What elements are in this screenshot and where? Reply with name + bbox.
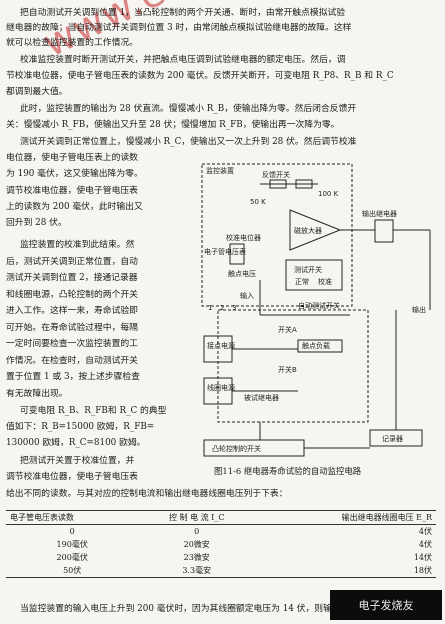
table-row: 200毫伏 23微安 14伏 — [6, 551, 436, 564]
data-table: 电子管电压表读数 控 制 电 流 I_C 输出继电器线圈电压 E_R 0 0 4… — [6, 510, 436, 578]
label-normal: 正常 — [295, 277, 309, 286]
table-header-row: 电子管电压表读数 控 制 电 流 I_C 输出继电器线圈电压 E_R — [6, 510, 436, 525]
paragraph-line: 调节校准电位器，使电子管电压表 — [6, 186, 138, 196]
paragraph-line: 就可以检查监控装置的工作情况。 — [6, 38, 138, 48]
paragraph-line: 把自动测试开关调到位置 1，当凸轮控制的两个开关通、断时，由常开触点模拟试验 — [20, 8, 346, 18]
table-cell: 190毫伏 — [56, 540, 88, 549]
label-recorder: 记录器 — [382, 435, 403, 443]
label-pos-2: 2 — [220, 304, 224, 312]
paragraph-line: 值如下：R_B=15000 欧姆，R_FB= — [6, 422, 155, 432]
label-feedback: 反馈开关 — [262, 170, 290, 179]
label-sw-b: 开关B — [278, 365, 297, 374]
label-magamp: 磁放大器 — [294, 226, 322, 235]
label-pos-1: 1 — [208, 304, 212, 312]
label-output: 输出 — [412, 305, 426, 314]
table-cell: 0 — [194, 527, 200, 536]
circuit-diagram: 监控装置 反馈开关 50 K 100 K 磁放大器 输出继电器 电子管电压表 校… — [201, 163, 431, 457]
table-cell: 200毫伏 — [56, 553, 88, 562]
table-header: 输出继电器线圈电压 E_R — [341, 513, 432, 522]
paragraph-line: 调节校准电位器，使电子管电压表 — [6, 472, 138, 482]
table-row: 0 0 4伏 — [6, 525, 436, 539]
label-test-relay: 被试继电器 — [244, 393, 279, 402]
paragraph-line: 上的读数为 200 毫伏，此时输出又 — [6, 202, 143, 212]
label-auto-test: 自动测试开关 — [298, 301, 340, 310]
table-cell: 14伏 — [413, 553, 432, 562]
paragraph-line: 把测试开关置于校准位置，并 — [20, 456, 135, 466]
table-cell: 4伏 — [418, 540, 432, 549]
paragraph-line: 置于位置 1 或 3，按上述步骤检查 — [6, 372, 140, 382]
paragraph-line: 可开始。在寿命试验过程中，每隔 — [6, 323, 138, 333]
label-coil-power: 线圈电源 — [207, 383, 235, 392]
site-stamp: 电子发烧友 — [330, 590, 442, 620]
table-cell: 4伏 — [418, 527, 432, 536]
label-cam-switch: 凸轮控制的开关 — [212, 444, 261, 453]
paragraph-line: 继电器的故障；当自动测试开关调到位置 3 时，由常闭触点模拟试验继电器的故障。这… — [6, 23, 352, 33]
paragraph-line: 测试开关调到位置 2，接通记录器 — [6, 273, 138, 283]
label-calib: 校准 — [318, 277, 332, 286]
label-input: 输入 — [240, 291, 254, 300]
label-output-relay: 输出继电器 — [362, 209, 397, 218]
label-contact-voltage: 触点电压 — [228, 269, 256, 278]
label-pos-3: 3 — [232, 304, 236, 312]
table-cell: 3.3毫安 — [182, 566, 212, 575]
magamp-symbol — [289, 209, 342, 251]
label-contact-power: 接点电源 — [207, 341, 235, 350]
paragraph-line: 130000 欧姆，R_C=8100 欧姆。 — [6, 438, 146, 448]
table-cell: 18伏 — [413, 566, 432, 575]
table-header: 控 制 电 流 I_C — [168, 513, 225, 522]
paragraph-line: 作情况。在检查时，自动测试开关 — [6, 356, 138, 366]
table-row: 190毫伏 20微安 4伏 — [6, 538, 436, 551]
paragraph-line: 校准监控装置时断开测试开关，并把触点电压调到试验继电器的额定电压。然后，调 — [20, 55, 346, 65]
paragraph-line: 节校准电位器，使电子管电压表的读数为 200 毫伏。反馈开关断开，可变电阻 R_… — [6, 71, 394, 81]
paragraph-line: 都调到最大值。 — [6, 87, 68, 97]
label-100k: 100 K — [318, 190, 339, 198]
paragraph-line: 可变电阻 R_B、R_FB和 R_C 的典型 — [20, 406, 167, 416]
paragraph-line: 和线圈电源，凸轮控制的两个开关 — [6, 290, 138, 300]
label-50k: 50 K — [250, 198, 266, 206]
figure-caption: 图11-6 继电器寿命试验的自动监控电路 — [214, 466, 362, 476]
label-sw-a: 开关A — [278, 325, 297, 334]
paragraph-line: 为 190 毫伏，这又使输出降为零。 — [6, 169, 143, 179]
paragraph-line: 回升到 28 伏。 — [6, 218, 67, 228]
paragraph-line: 一定时间要检查一次监控装置的工 — [6, 339, 138, 349]
table-cell: 23微安 — [183, 553, 210, 562]
paragraph-line: 电位器，使电子管电压表上的读数 — [6, 153, 138, 163]
label-tube-meter: 电子管电压表 — [204, 247, 246, 256]
table-row: 50伏 3.3毫安 18伏 — [6, 564, 436, 578]
paragraph-line: 后，测试开关调到正常位置，自动 — [6, 257, 138, 267]
paragraph-line: 给出不同的读数。与其对应的控制电流和输出继电器线圈电压列于下表： — [6, 489, 288, 499]
paragraph-line: 进入工作。这样一来，寿命试验即 — [6, 306, 138, 316]
table-cell: 0 — [69, 527, 75, 536]
label-calib-pot: 校准电位器 — [226, 233, 261, 242]
paragraph-line: 关：慢慢减小 R_FB，使输出又升至 28 伏；慢慢增加 R_FB，使输出再一次… — [6, 120, 340, 130]
paragraph-line: 此时，监控装置的输出为 28 伏直流。慢慢减小 R_B，使输出降为零。然后闭合反… — [20, 104, 357, 114]
table-cell: 50伏 — [63, 566, 82, 575]
label-contact-load: 触点负载 — [302, 341, 330, 350]
label-test-switch: 测试开关 — [294, 265, 322, 274]
table-header: 电子管电压表读数 — [10, 513, 74, 522]
table-cell: 20微安 — [183, 540, 210, 549]
label-monitor: 监控装置 — [206, 166, 234, 175]
footer-text: 当监控装置的输入电压上升到 200 毫伏时，因为其线圈额定电压为 14 伏，则输… — [20, 604, 350, 614]
paragraph-line: 监控装置的校准到此结束。然 — [20, 240, 135, 250]
paragraph-line: 有无故障出现。 — [6, 389, 68, 399]
paragraph-line: 测试开关调到正常位置上，慢慢减小 R_C，使输出又一次上升到 28 伏。然后调节… — [20, 137, 357, 147]
